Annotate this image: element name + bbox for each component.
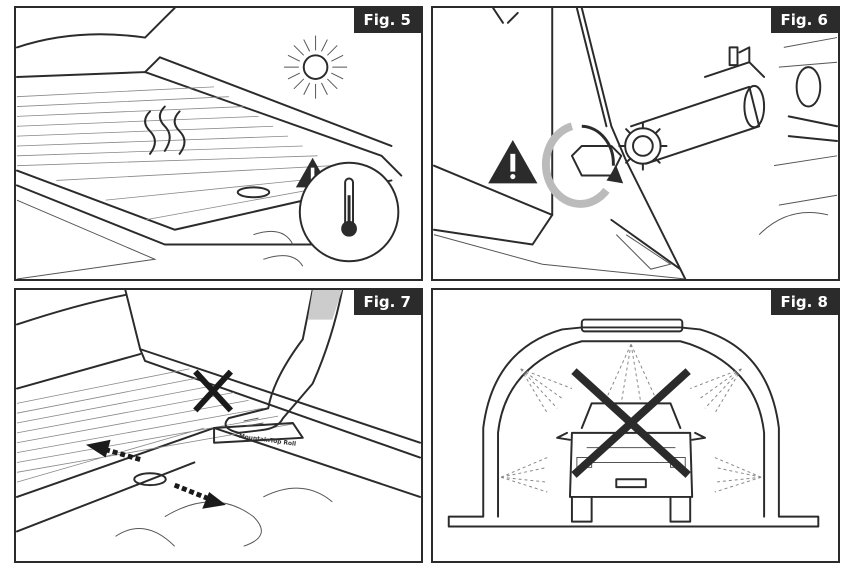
roller-cover-slats (16, 368, 293, 483)
figure-7-illustration: MountainTop Roll (16, 290, 421, 547)
hex-nut (570, 144, 623, 177)
figure-6-panel: Fig. 6 (431, 6, 840, 281)
warning-icon (488, 140, 538, 184)
figure-label: Fig. 6 (770, 8, 838, 33)
cross-mark-icon (571, 368, 691, 478)
figure-8-panel: Fig. 8 (431, 288, 840, 563)
sprocket (618, 121, 668, 171)
latch-handle (236, 186, 271, 199)
figure-label: Fig. 5 (353, 8, 421, 33)
car-wash-gantry (447, 318, 820, 528)
roller-cover-slats (16, 86, 362, 221)
axle-tube (630, 46, 766, 165)
cross-mark-icon (193, 369, 234, 413)
figure-7-panel: MountainTop Roll Fig. 7 (14, 288, 423, 563)
figure-5-panel: Fig. 5 (14, 6, 423, 281)
rotation-arrow-icon (541, 122, 624, 208)
latch-handle (133, 472, 167, 487)
thermometer-icon (341, 177, 357, 237)
spray-nozzle-icon (500, 343, 762, 493)
figure-6-illustration (433, 8, 838, 279)
hand (224, 290, 344, 434)
figure-8-illustration (447, 318, 820, 528)
sun-icon (284, 35, 348, 99)
heat-waves-icon (144, 105, 186, 155)
figure-label: Fig. 7 (353, 290, 421, 315)
direction-arrow-icon (85, 439, 226, 509)
figure-label: Fig. 8 (770, 290, 838, 315)
figure-5-illustration (16, 8, 403, 279)
